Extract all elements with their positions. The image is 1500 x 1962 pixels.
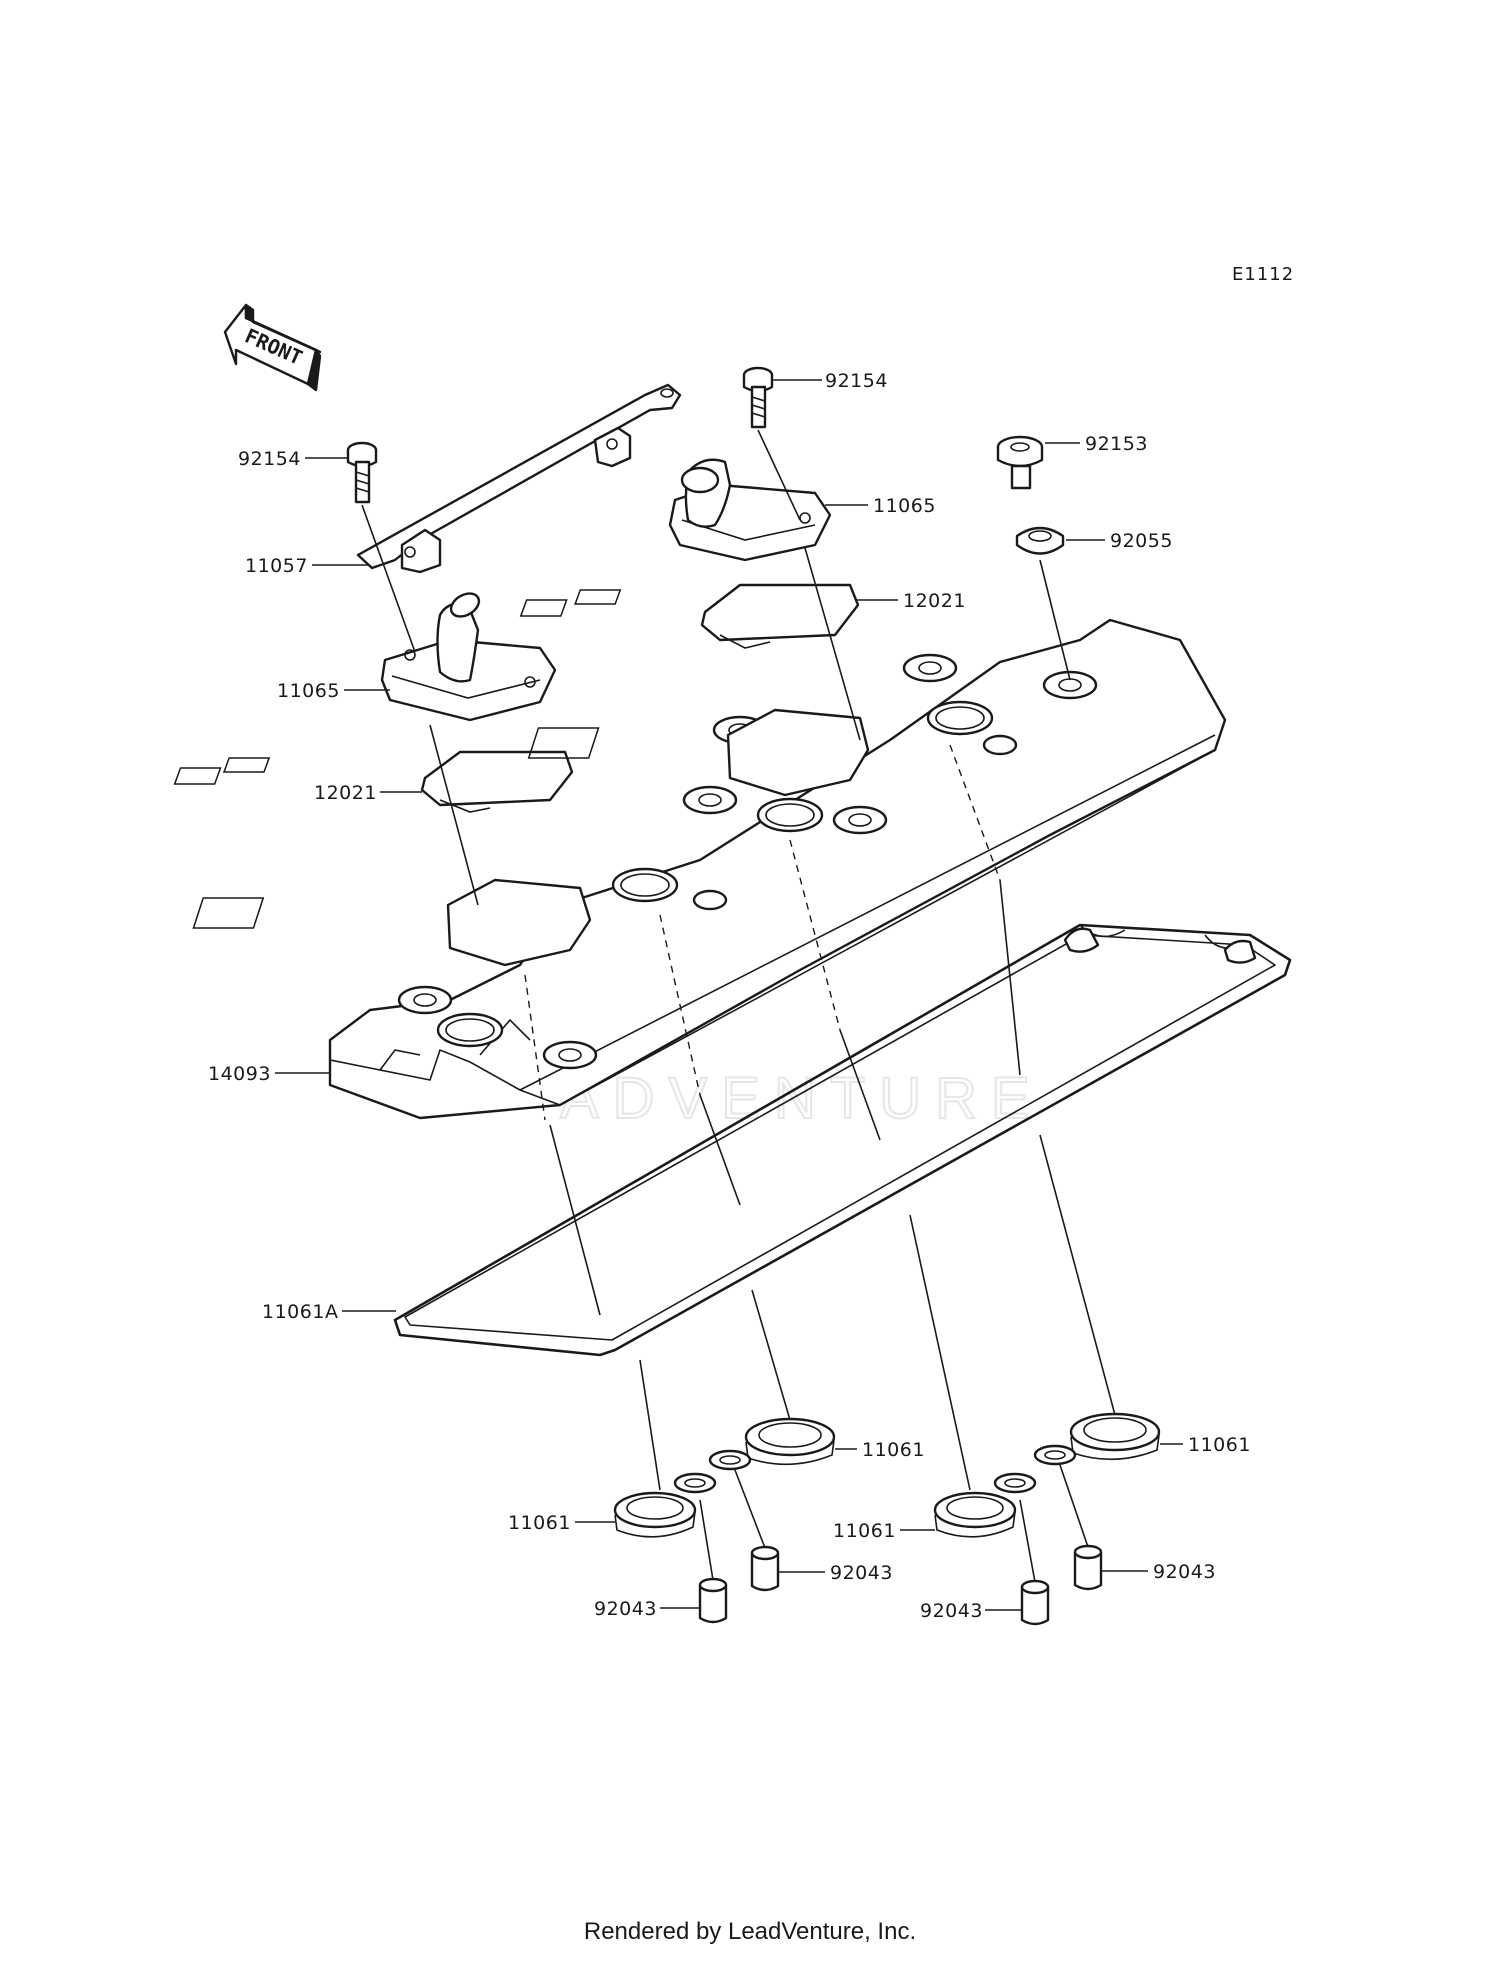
plug-gasket-4 xyxy=(1033,1412,1161,1466)
callout-leaders xyxy=(275,379,1183,1611)
collar-3 xyxy=(1020,1579,1050,1626)
callout-plug-gasket-1: 11061 xyxy=(508,1512,571,1534)
watermark-text: ADVENTURE xyxy=(560,1066,1044,1131)
assembly-lines xyxy=(361,429,1116,1583)
plug-gasket-1 xyxy=(613,1472,717,1538)
callout-plug-gasket-2: 11061 xyxy=(862,1439,925,1461)
callout-bracket: 11057 xyxy=(245,555,308,577)
bolt-right xyxy=(742,366,774,429)
callout-collar-4: 92043 xyxy=(1153,1561,1216,1583)
collar-2 xyxy=(750,1545,780,1592)
callout-plug-gasket-3: 11061 xyxy=(833,1520,896,1542)
callout-head-cover-gasket: 11061A xyxy=(262,1301,338,1323)
reed-valve-right xyxy=(519,583,860,649)
collar-4 xyxy=(1073,1544,1103,1591)
callout-collar-3: 92043 xyxy=(920,1600,983,1622)
callout-cylinder-head-cover: 14093 xyxy=(208,1063,271,1085)
bolt-left xyxy=(346,441,378,504)
collar-1 xyxy=(698,1577,728,1624)
callout-washer: 92055 xyxy=(1110,530,1173,552)
callout-breather-cover-right: 11065 xyxy=(873,495,936,517)
callout-collar-2: 92043 xyxy=(830,1562,893,1584)
bolt-rubber-mount xyxy=(996,435,1044,490)
front-arrow-icon: FRONT xyxy=(223,303,322,392)
washer xyxy=(1015,526,1065,555)
callout-bolt-upper-right: 92154 xyxy=(825,370,888,392)
breather-cover-right xyxy=(668,458,832,562)
head-cover-gasket xyxy=(393,923,1292,1357)
cylinder-head-cover xyxy=(192,618,1227,1120)
callout-reed-valve-right: 12021 xyxy=(903,590,966,612)
callout-collar-1: 92043 xyxy=(594,1598,657,1620)
figure-id: E1112 xyxy=(1232,264,1294,285)
plug-gasket-2 xyxy=(708,1417,836,1471)
callout-bolt-upper-left: 92154 xyxy=(238,448,301,470)
footer-credit: Rendered by LeadVenture, Inc. xyxy=(583,1918,917,1945)
callout-breather-cover-left: 11065 xyxy=(277,680,340,702)
reed-valve-left xyxy=(173,750,574,813)
plug-gasket-3 xyxy=(933,1472,1037,1538)
callout-plug-gasket-4: 11061 xyxy=(1188,1434,1251,1456)
breather-cover-left xyxy=(380,592,557,722)
bracket xyxy=(356,383,682,574)
callout-reed-valve-left: 12021 xyxy=(314,782,377,804)
callout-bolt-rubber-mount: 92153 xyxy=(1085,433,1148,455)
